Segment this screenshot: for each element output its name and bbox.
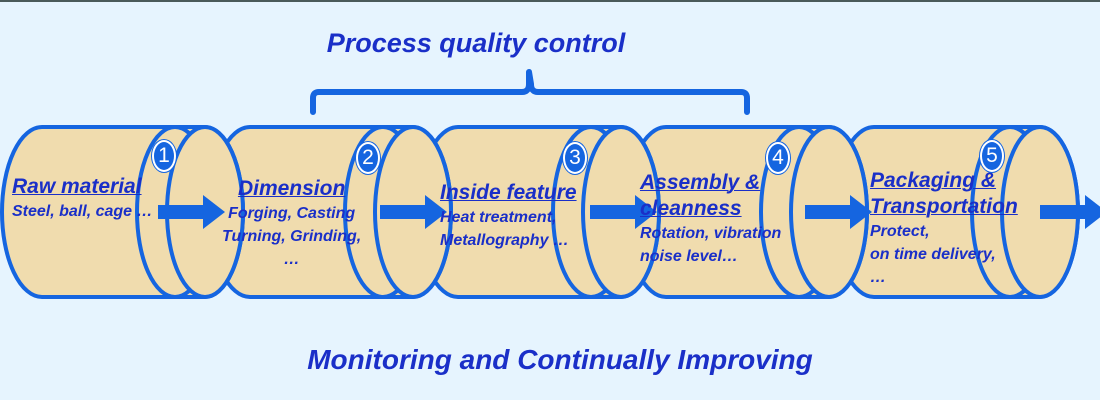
stage-title: cleanness xyxy=(640,197,742,220)
step-number-badge: 3 xyxy=(563,142,587,174)
stage-description: noise level… xyxy=(640,248,738,265)
stage-description: Heat treatment, xyxy=(440,209,557,226)
step-number-badge: 5 xyxy=(980,140,1004,172)
stage-title: Assembly & xyxy=(640,171,761,194)
flow-arrow-3 xyxy=(590,195,657,229)
stage-description: on time delivery, xyxy=(870,246,996,263)
stage-description: Forging, Casting xyxy=(228,205,356,222)
top-border xyxy=(0,0,1100,2)
flow-arrow-2 xyxy=(380,195,447,229)
stage-title: Transportation xyxy=(870,195,1018,218)
flow-arrow-1 xyxy=(158,195,225,229)
step-number-badge: 1 xyxy=(152,140,176,172)
flow-arrow-4 xyxy=(805,195,872,229)
monitoring-improving-title: Monitoring and Continually Improving xyxy=(307,344,813,375)
process-quality-control-title: Process quality control xyxy=(326,28,626,58)
stage-description: Rotation, vibration xyxy=(640,225,782,242)
flow-arrow-5 xyxy=(1040,195,1100,229)
stage-description: Metallography … xyxy=(440,232,569,249)
stage-description: Protect, xyxy=(870,223,930,240)
stage-description: … xyxy=(870,269,886,286)
step-number-badge: 2 xyxy=(356,142,380,174)
stage-title: Inside feature xyxy=(440,181,577,204)
stage-title: Dimension xyxy=(237,177,346,200)
stage-title: Packaging & xyxy=(870,169,997,192)
quality-control-bracket xyxy=(310,69,750,115)
stage-description: Steel, ball, cage … xyxy=(12,203,153,220)
stage-description: … xyxy=(283,251,300,268)
cylinder-stage-3 xyxy=(416,125,661,299)
stage-title: Raw material xyxy=(12,175,142,198)
stage-description: Turning, Grinding, xyxy=(222,228,362,245)
step-number-badge: 4 xyxy=(766,142,790,174)
